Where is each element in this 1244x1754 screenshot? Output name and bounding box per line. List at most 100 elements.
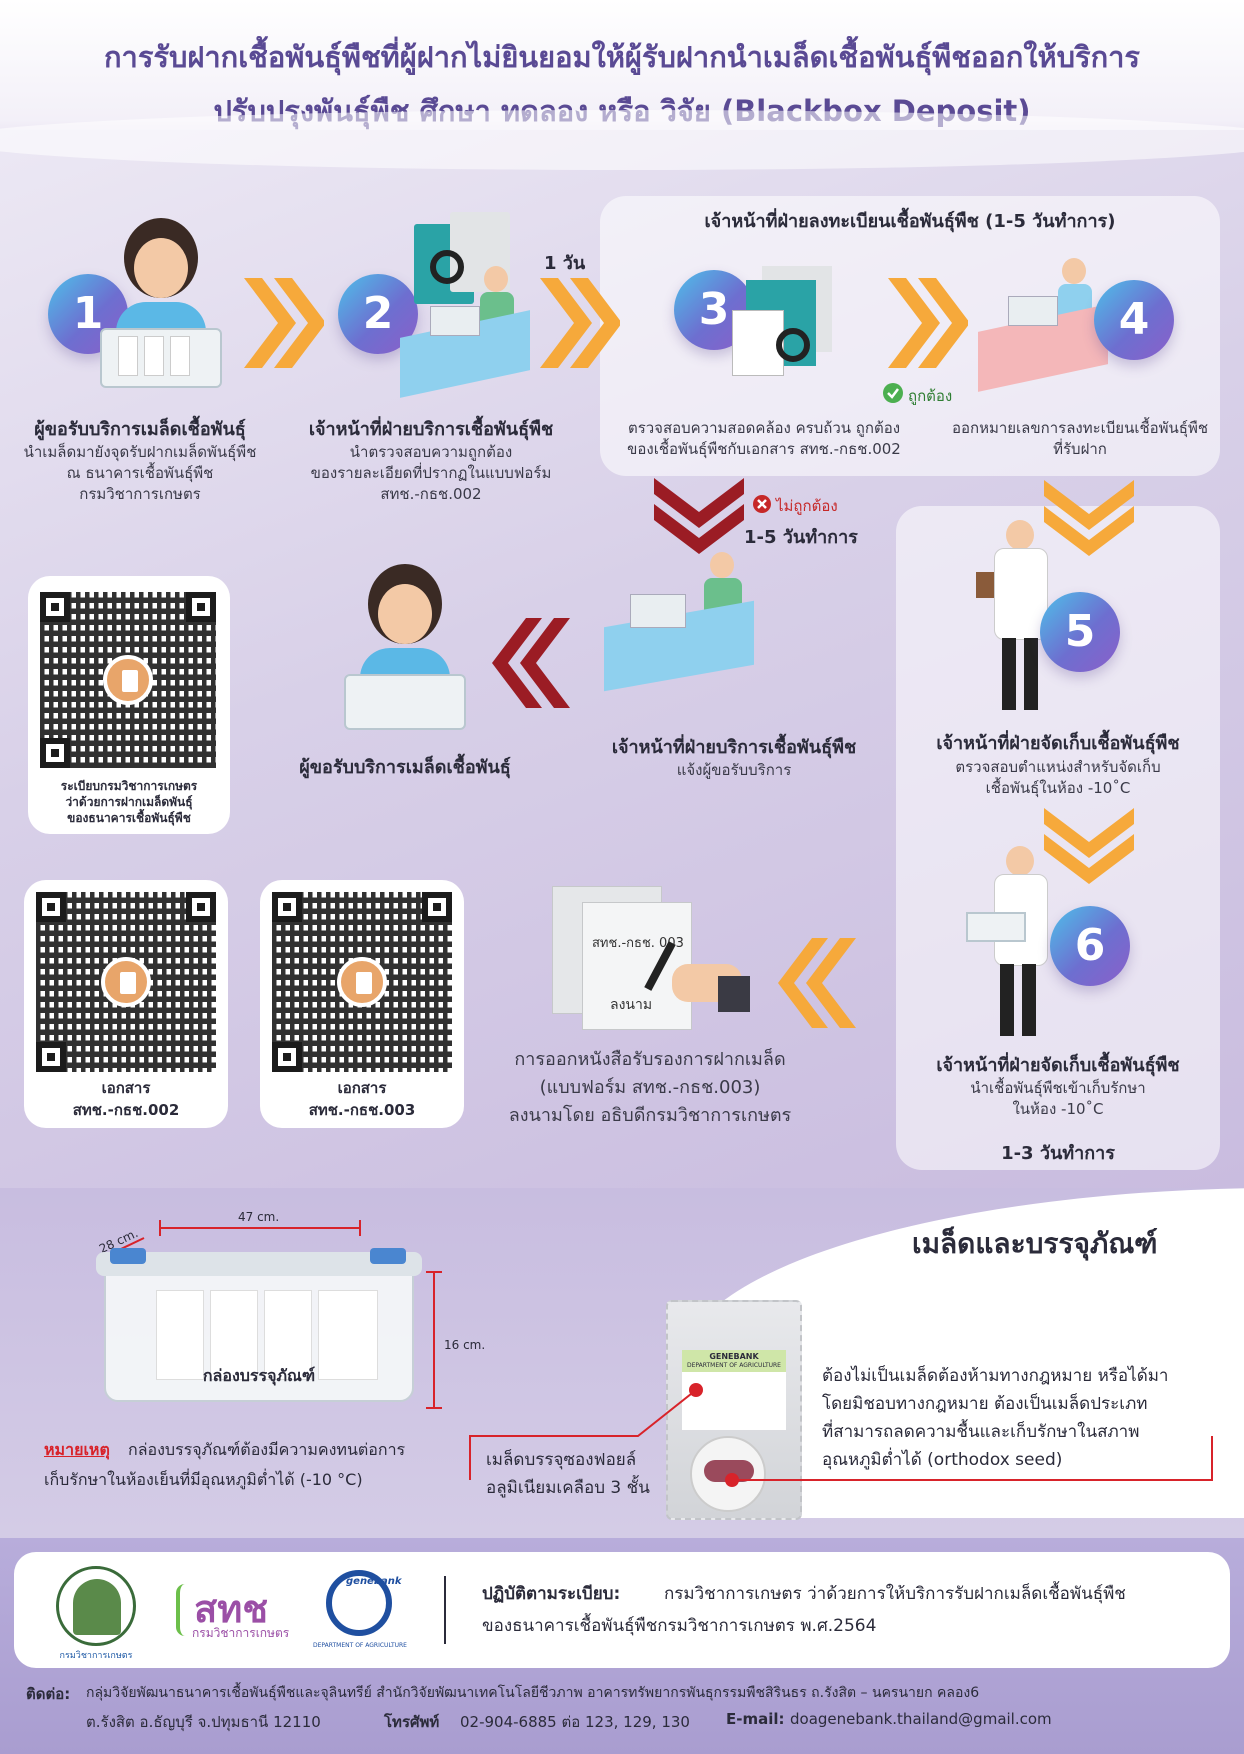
step-1-desc-2: ณ ธนาคารเชื้อพันธุ์พืช	[66, 464, 214, 482]
step-4-desc-1: ออกหมายเลขการลงทะเบียนเชื้อพันธุ์พืช	[951, 419, 1209, 437]
cert-desc-3: ลงนามโดย อธิบดีกรมวิชาการเกษตร	[508, 1105, 792, 1126]
dna-icon	[176, 1584, 194, 1636]
correct-label: ถูกต้อง	[908, 387, 953, 405]
qr-finder	[272, 892, 302, 922]
seed-text-2: โดยมิชอบทางกฎหมาย ต้องเป็นเมล็ดประเภท	[822, 1394, 1148, 1414]
doa-logo-caption: กรมวิชาการเกษตร	[59, 1651, 133, 1661]
qr-finder	[36, 1042, 66, 1072]
note-text-2: เก็บรักษาในห้องเย็นที่มีอุณหภูมิต่ำได้ (…	[44, 1470, 363, 1489]
seed-text-3: ที่สามารถลดความชื้นและเก็บรักษาในสภาพ	[822, 1422, 1140, 1442]
step-5-desc-2: เชื้อพันธุ์ในห้อง -10˚C	[985, 779, 1131, 797]
box-lid-clip	[110, 1248, 146, 1264]
step-6-badge: 6	[1050, 906, 1130, 986]
qr-finder	[40, 592, 70, 622]
callout-lines	[469, 1383, 1213, 1487]
cert-desc-1: การออกหนังสือรับรองการฝากเมล็ด	[514, 1049, 786, 1070]
one-five-days-label: 1-5 วันทำการ	[744, 527, 858, 548]
step-3-desc-2: ของเชื้อพันธุ์พืชกับเอกสาร สทช.-กธช.002	[627, 440, 901, 458]
qr-finder	[272, 1042, 302, 1072]
step-2-desc-3: สทช.-กธช.002	[380, 485, 482, 503]
orange-left-arrow	[778, 938, 856, 1028]
genebank-logo-text: genebank	[346, 1576, 402, 1587]
cert-desc-2: (แบบฟอร์ม สทช.-กธช.003)	[539, 1077, 761, 1098]
box-label: กล่องบรรจุภัณฑ์	[202, 1366, 316, 1385]
foil-text-1: เมล็ดบรรจุซองฟอยล์	[486, 1450, 637, 1470]
document-icon	[101, 957, 151, 1007]
stc-logo-text: สทช	[194, 1587, 269, 1631]
step-2-badge: 2	[338, 274, 418, 354]
stc-logo-caption: กรมวิชาการเกษตร	[192, 1626, 290, 1640]
orange-down-arrow-5-6	[1044, 808, 1134, 884]
scientist-illustration	[976, 516, 1066, 716]
step-5-title: เจ้าหน้าที่ฝ่ายจัดเก็บเชื้อพันธุ์พืช	[936, 733, 1180, 754]
officer-desk-illustration	[400, 206, 540, 406]
step-1-desc-3: กรมวิชาการเกษตร	[79, 485, 201, 503]
orange-arrow-2-3	[540, 278, 620, 368]
step-4-badge: 4	[1094, 280, 1174, 360]
packet-sub-text: DEPARTMENT OF AGRICULTURE	[687, 1362, 781, 1369]
seed-text-4: อุณหภูมิต่ำได้ (orthodox seed)	[822, 1450, 1063, 1470]
form-002-label-2: สทช.-กธช.002	[72, 1101, 180, 1119]
decorative-curve	[0, 110, 1244, 170]
requester-return-title: ผู้ขอรับบริการเมล็ดเชื้อพันธุ์	[299, 757, 511, 778]
seed-text-1: ต้องไม่เป็นเมล็ดต้องห้ามทางกฎหมาย หรือได…	[822, 1366, 1169, 1386]
phone-number: 02-904-6885 ต่อ 123, 129, 130	[460, 1713, 690, 1731]
email-link[interactable]: doagenebank.thailand@gmail.com	[790, 1710, 1052, 1728]
box-height-label: 16 cm.	[444, 1338, 486, 1352]
step-1-title: ผู้ขอรับบริการเมล็ดเชื้อพันธุ์	[34, 419, 246, 440]
step-5-badge: 5	[1040, 592, 1120, 672]
certificate-illustration: สทช.-กธช. 003 ลงนาม	[552, 880, 752, 1030]
step-2-desc-1: นำตรวจสอบความถูกต้อง	[349, 443, 513, 461]
step-2-desc-2: ของรายละเอียดที่ปรากฏในแบบฟอร์ม	[310, 464, 552, 482]
orange-arrow-1-2	[244, 278, 324, 368]
one-three-days-label: 1-3 วันทำการ	[1001, 1143, 1115, 1164]
requester-illustration	[96, 210, 226, 390]
contact-address-1: กลุ่มวิจัยพัฒนาธนาคารเชื้อพันธุ์พืชและจุ…	[86, 1685, 980, 1701]
step-5-desc-1: ตรวจสอบตำแหน่งสำหรับจัดเก็บ	[955, 758, 1161, 776]
note-text-1: กล่องบรรจุภัณฑ์ต้องมีความคงทนต่อการ	[128, 1440, 406, 1459]
foil-text-2: อลูมิเนียมเคลือบ 3 ชั้น	[486, 1478, 650, 1498]
red-down-arrow	[654, 478, 744, 554]
qr-finder	[40, 738, 70, 768]
qr-finder	[186, 592, 216, 622]
footer-divider	[444, 1576, 446, 1644]
form-002-label-1: เอกสาร	[101, 1079, 151, 1097]
scientist-carrying-illustration	[966, 842, 1062, 1042]
document-check-illustration	[732, 262, 850, 382]
qr-finder	[186, 892, 216, 922]
regulation-qr-label-3: ของธนาคารเชื้อพันธุ์พืช	[67, 811, 191, 825]
packaging-title: เมล็ดและบรรจุภัณฑ์	[912, 1227, 1158, 1260]
footer-card	[14, 1552, 1230, 1668]
notify-officer-desc: แจ้งผู้ขอรับบริการ	[676, 761, 792, 779]
registration-desk-illustration	[978, 252, 1108, 402]
regulation-qr-label-1: ระเบียบกรมวิชาการเกษตร	[60, 779, 198, 793]
form-code-text: สทช.-กธช. 003	[592, 936, 684, 951]
phone-label: โทรศัพท์	[384, 1713, 440, 1731]
document-icon	[337, 957, 387, 1007]
document-icon	[103, 655, 153, 705]
red-left-arrow	[492, 618, 570, 708]
regulation-label: ปฏิบัติตามระเบียบ:	[482, 1584, 621, 1604]
box-lid	[96, 1252, 422, 1276]
email-label: E-mail:	[726, 1710, 785, 1728]
regulation-text-1: กรมวิชาการเกษตร ว่าด้วยการให้บริการรับฝา…	[664, 1584, 1126, 1604]
contact-address-2: ต.รังสิต อ.ธัญบุรี จ.ปทุมธานี 12110	[86, 1713, 321, 1731]
step-6-title: เจ้าหน้าที่ฝ่ายจัดเก็บเชื้อพันธุ์พืช	[936, 1055, 1180, 1076]
one-day-label: 1 วัน	[544, 253, 586, 274]
check-icon	[883, 383, 903, 403]
step-1-desc-1: นำเมล็ดมายังจุดรับฝากเมล็ดพันธุ์พืช	[23, 443, 257, 461]
genebank-logo	[326, 1570, 392, 1636]
regulation-qr-label-2: ว่าด้วยการฝากเมล็ดพันธุ์	[65, 795, 193, 809]
foil-packet-illustration: GENEBANK DEPARTMENT OF AGRICULTURE	[666, 1300, 802, 1520]
step-3-desc-1: ตรวจสอบความสอดคล้อง ครบถ้วน ถูกต้อง	[627, 419, 901, 437]
requester-return-illustration	[340, 560, 470, 740]
orange-arrow-3-4	[888, 278, 968, 368]
contact-label: ติดต่อ:	[26, 1685, 71, 1703]
page-title-line1: การรับฝากเชื้อพันธุ์พืชที่ผู้ฝากไม่ยินยอ…	[103, 40, 1141, 74]
box-width-label: 47 cm.	[238, 1210, 280, 1224]
cross-icon	[753, 495, 771, 513]
notify-officer-title: เจ้าหน้าที่ฝ่ายบริการเชื้อพันธุ์พืช	[611, 737, 857, 758]
doa-logo	[56, 1566, 136, 1646]
step-6-desc-2: ในห้อง -10˚C	[1012, 1100, 1104, 1118]
qr-finder	[36, 892, 66, 922]
